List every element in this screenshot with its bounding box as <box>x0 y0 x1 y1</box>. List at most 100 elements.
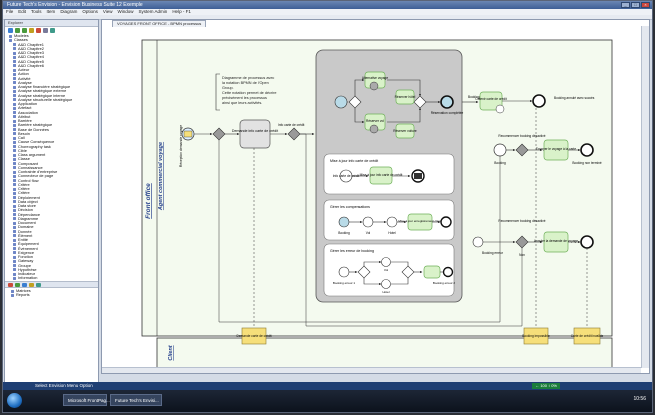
tree-node[interactable]: Composant <box>7 161 98 166</box>
tree-node[interactable]: Critère <box>7 182 98 187</box>
gateway-3[interactable] <box>515 143 529 157</box>
tree-node[interactable]: Indicateur <box>7 271 98 276</box>
tree-node[interactable]: Hypothèse <box>7 267 98 272</box>
tree-node[interactable]: Reports <box>9 292 31 297</box>
error-vol-event[interactable] <box>381 257 391 267</box>
tree-node[interactable]: Gateway <box>7 258 98 263</box>
tree-node[interactable]: Analyse stratégique interne <box>7 93 98 98</box>
tree-node[interactable]: Décision <box>7 207 98 212</box>
menu-help[interactable]: Help - F1 <box>172 9 191 14</box>
tree-node[interactable]: Cible <box>7 148 98 153</box>
horizontal-scrollbar[interactable] <box>102 367 641 373</box>
subprocess-end-event[interactable] <box>440 95 454 109</box>
tree-node[interactable]: Data store <box>7 203 98 208</box>
tree-node[interactable]: Dépendance <box>7 212 98 217</box>
tree-node[interactable]: Application <box>7 101 98 106</box>
tree-node[interactable]: Analyse stratégique externe <box>7 88 98 93</box>
tree-node[interactable]: A&D Chapitre1 <box>7 42 98 47</box>
filter-icon[interactable] <box>29 28 34 33</box>
tree-node[interactable]: Data object <box>7 199 98 204</box>
end-event-voyage-non-confirme[interactable] <box>580 235 594 249</box>
add-icon[interactable] <box>8 283 13 287</box>
tree-node[interactable]: A&D Chapitre5 <box>7 59 98 64</box>
tree-node[interactable]: Entité <box>7 237 98 242</box>
explorer-tab[interactable]: Explorer <box>5 20 98 27</box>
menu-tools[interactable]: Tools <box>31 9 42 14</box>
compensation-hotel-event[interactable] <box>386 216 398 228</box>
tree-node[interactable]: Déploiement <box>7 195 98 200</box>
minimize-button[interactable]: _ <box>621 2 630 8</box>
menu-system-admin[interactable]: System Admin <box>138 9 168 14</box>
task-demande-info-carte[interactable] <box>239 119 271 149</box>
tree-node[interactable]: Class argument <box>7 152 98 157</box>
edit-icon[interactable] <box>15 283 20 287</box>
menu-item[interactable]: Item <box>46 9 56 14</box>
tree-node[interactable]: Groupe <box>7 263 98 268</box>
tree-node[interactable]: A&D Chapitre6 <box>7 63 98 68</box>
compensation-start-event[interactable] <box>338 216 350 228</box>
tree-node[interactable]: Fonction <box>7 254 98 259</box>
intermediate-event-booking[interactable] <box>493 143 507 157</box>
export-icon[interactable] <box>29 283 34 287</box>
tree-node[interactable]: Donnée <box>7 229 98 234</box>
tree-node[interactable]: Matrices <box>9 288 31 293</box>
search-icon[interactable] <box>43 28 48 33</box>
tree-node[interactable]: Information <box>7 275 98 280</box>
subprocess-erreur-booking[interactable] <box>323 243 455 297</box>
error-start-event-1[interactable] <box>338 266 350 278</box>
tree-node[interactable]: Base de Données <box>7 127 98 132</box>
menu-file[interactable]: File <box>6 9 14 14</box>
tree-node[interactable]: Choreography task <box>7 144 98 149</box>
tree-node[interactable]: Artefact <box>7 105 98 110</box>
sync-icon[interactable] <box>36 283 41 287</box>
tree-node[interactable]: Équipement <box>7 241 98 246</box>
tree-node[interactable]: Événement <box>7 246 98 251</box>
tree-node[interactable]: Connaissance <box>7 165 98 170</box>
tree-node[interactable]: Association <box>7 110 98 115</box>
settings-icon[interactable] <box>50 28 55 33</box>
tree-node[interactable]: Cause Conséquence <box>7 139 98 144</box>
tree-node[interactable]: Action <box>7 71 98 76</box>
compensation-vol-event[interactable] <box>362 216 374 228</box>
end-event-booking-terminal[interactable] <box>580 143 594 157</box>
tree-node[interactable]: Analyse <box>7 80 98 85</box>
tree-node[interactable]: Exigence <box>7 250 98 255</box>
gateway-2[interactable] <box>287 127 301 141</box>
boundary-event-2[interactable] <box>369 124 379 134</box>
error-hotel-event[interactable] <box>381 279 391 289</box>
taskbar-envision[interactable]: Future Tech's Envisi... <box>110 394 162 406</box>
tree-node[interactable]: Document <box>7 220 98 225</box>
tree-node[interactable]: Attribut <box>7 114 98 119</box>
tree-node[interactable]: Classe <box>7 156 98 161</box>
boundary-event-1[interactable] <box>369 81 379 91</box>
tree-node[interactable]: Classes <box>7 37 98 42</box>
tree-node[interactable]: A&D Chapitre2 <box>7 46 98 51</box>
task-maj-info-carte[interactable] <box>369 166 393 185</box>
error-intermediate-event[interactable] <box>472 236 484 248</box>
tree-node[interactable]: Critère <box>7 186 98 191</box>
subprocess-start-event[interactable] <box>334 95 348 109</box>
menu-view[interactable]: View <box>102 9 113 14</box>
end-event-booking-annule[interactable] <box>532 94 546 108</box>
task-reserver-voiture-erreur[interactable] <box>423 265 441 279</box>
tree-node[interactable]: Besoin <box>7 131 98 136</box>
tree-node[interactable]: Critère <box>7 190 98 195</box>
tree-node[interactable]: Analyse structurelle stratégique <box>7 97 98 102</box>
taskbar-frontpage[interactable]: Microsoft FrontPag... <box>63 394 110 406</box>
start-button[interactable] <box>7 393 22 408</box>
message-booking-impossible[interactable] <box>523 327 549 345</box>
task-reserver-hotel[interactable] <box>395 89 415 105</box>
tree-node[interactable]: Activité <box>7 76 98 81</box>
tree-node[interactable]: Analyse financière stratégique <box>7 84 98 89</box>
vertical-scrollbar[interactable] <box>641 26 649 368</box>
menu-options[interactable]: Options <box>82 9 98 14</box>
diagram-tab[interactable]: VOYAGES FRONT OFFICE - BPMN processus <box>112 20 207 27</box>
text-annotation[interactable]: Diagramme de processus avec la notation … <box>222 76 276 105</box>
menu-edit[interactable]: Edit <box>18 9 27 14</box>
tree-node[interactable]: Diagramme <box>7 216 98 221</box>
task-reserver-voiture[interactable] <box>395 123 415 139</box>
tree-node[interactable]: Barrière <box>7 118 98 123</box>
tree-node[interactable]: Barrière stratégique <box>7 122 98 127</box>
tree-node[interactable]: Acteur <box>7 67 98 72</box>
back-icon[interactable] <box>15 28 20 33</box>
